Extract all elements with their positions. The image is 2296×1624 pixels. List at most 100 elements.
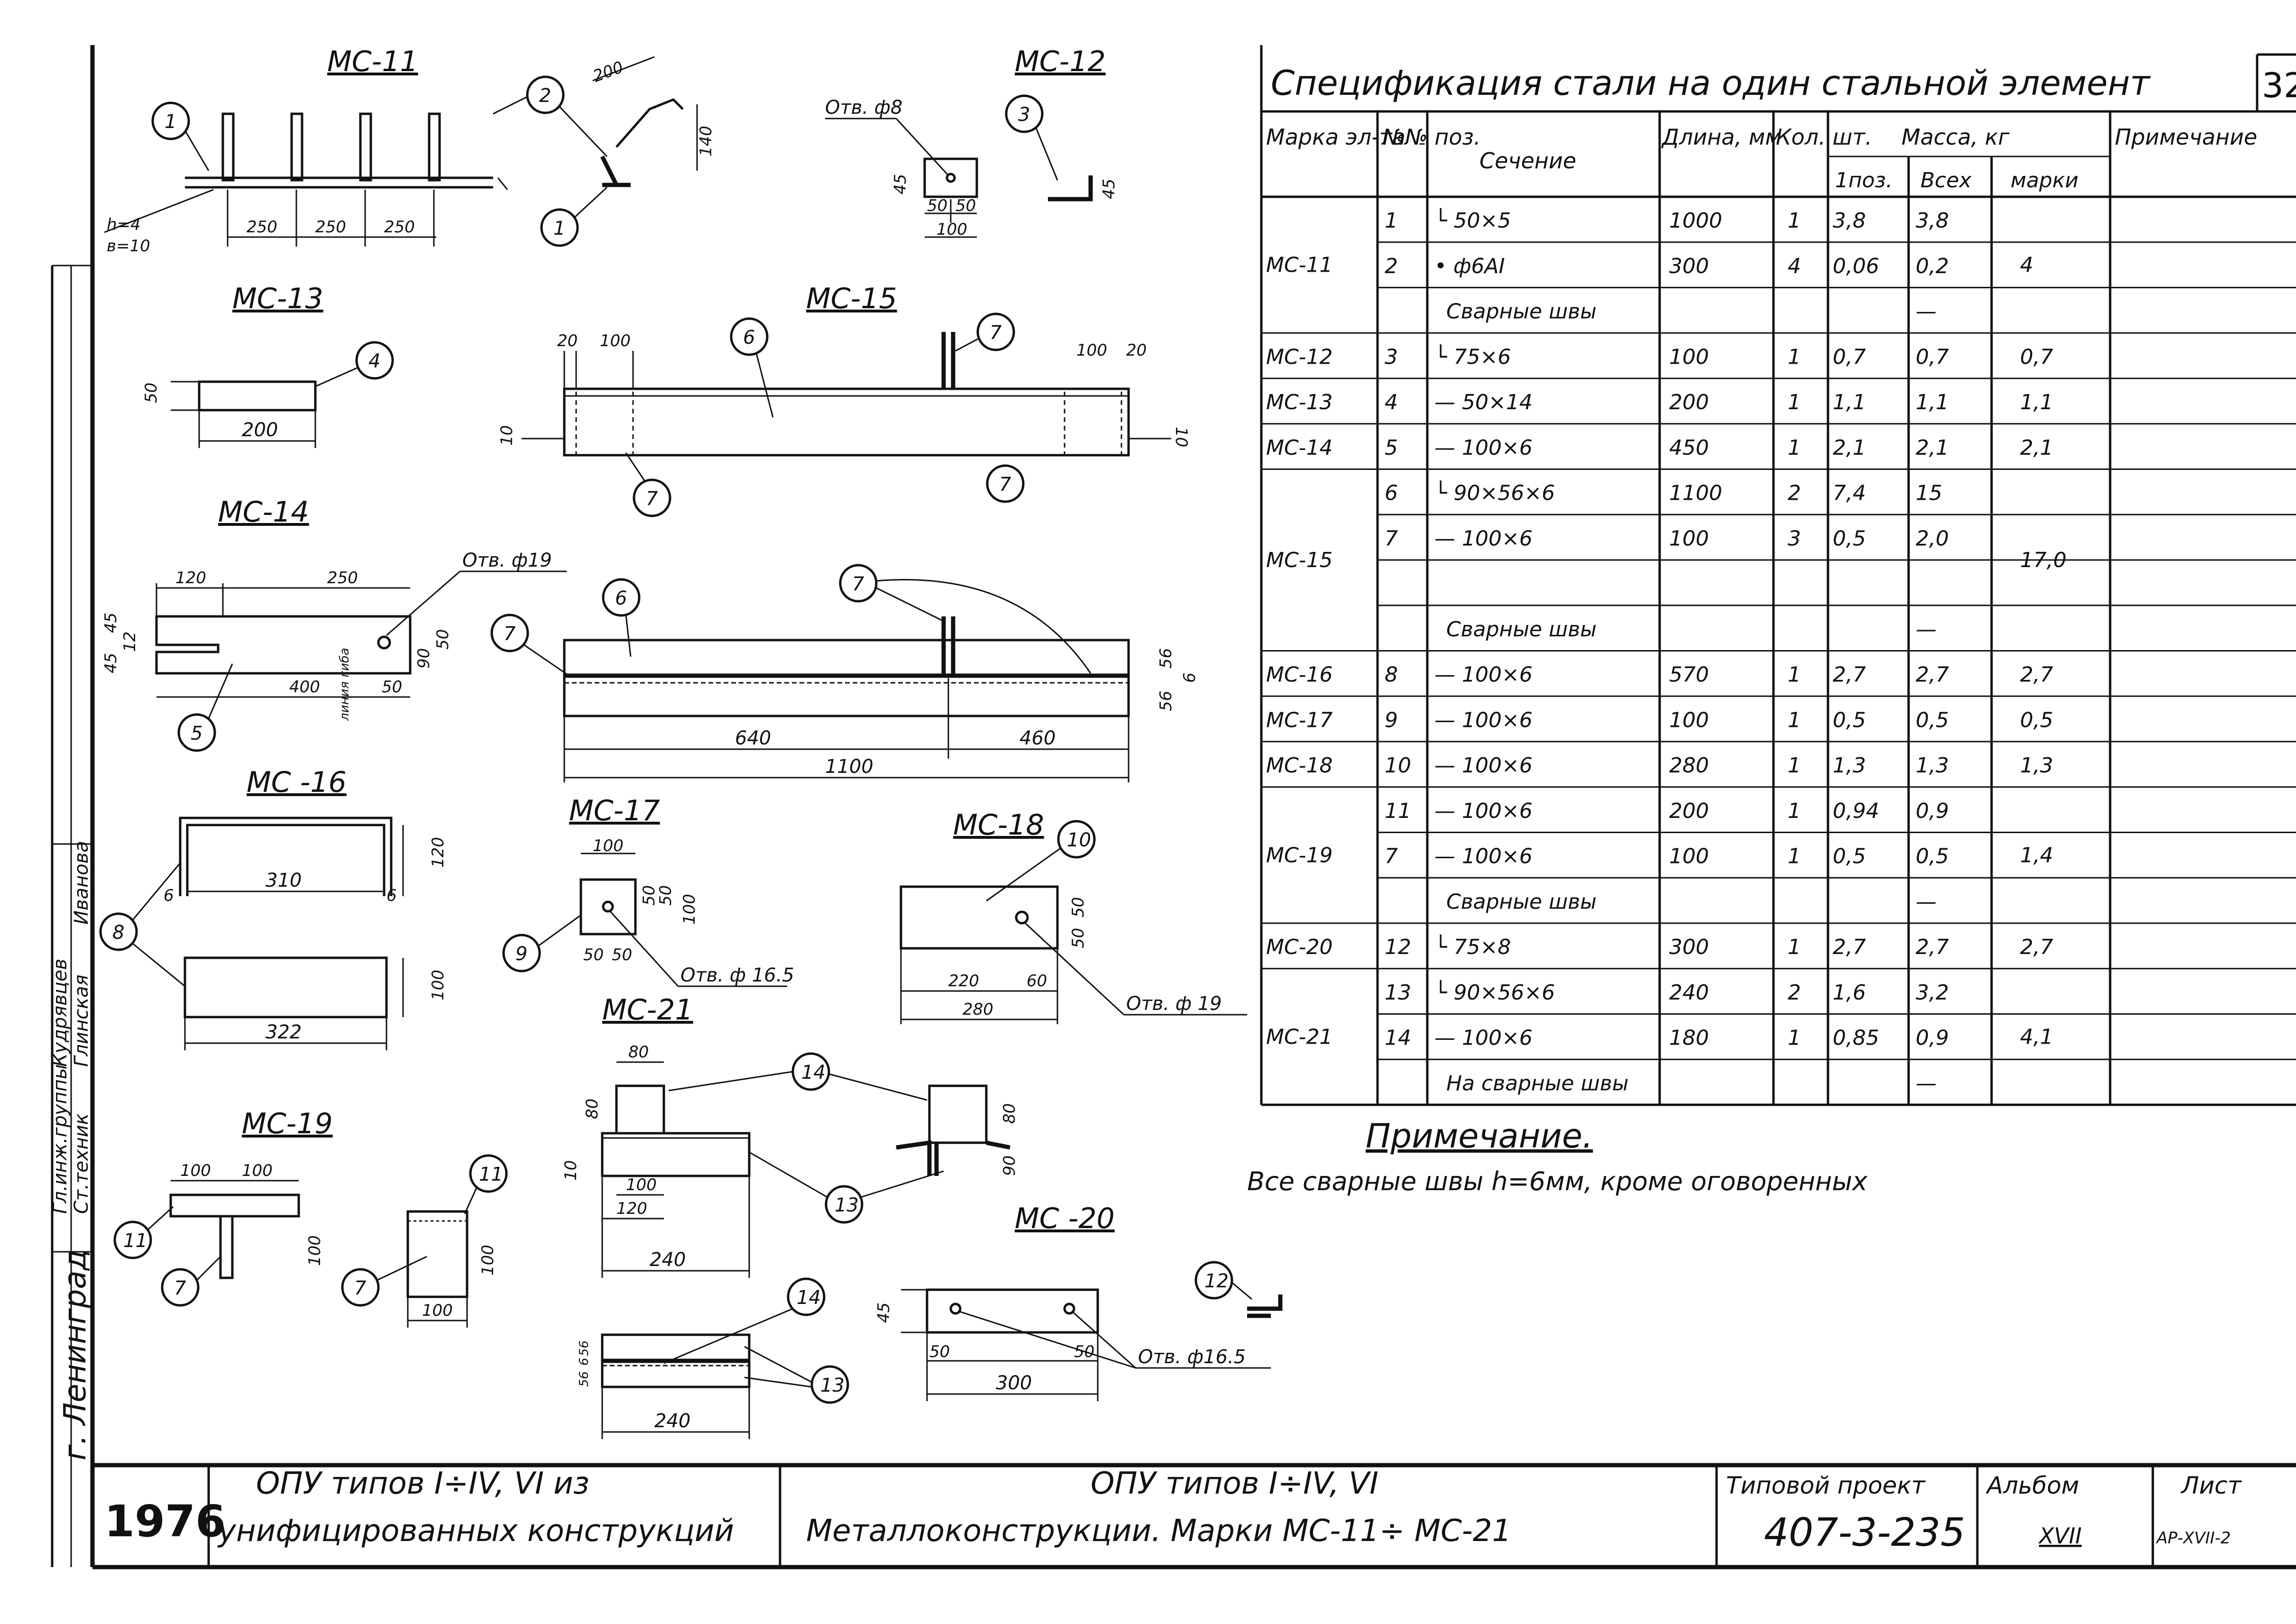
drawing-mc19: МС-19 100 100 100 11 7 100 100 11 7 [113,1107,508,1328]
spec-cell-section: — 50×14 [1434,390,1533,414]
mc21-dim-100: 100 [626,1175,657,1194]
album-label: Альбом [1985,1472,2079,1499]
spec-cell-pos: 14 [1385,1026,1411,1050]
mc16-dim-100: 100 [429,970,448,1000]
side-label-name1: Кудрявцев [49,959,71,1067]
spec-cell-section: Сварные швы [1446,617,1597,642]
mc11-note-h: h=4 [107,215,141,234]
mc16-dim-120: 120 [429,837,448,868]
mc21-callout-13b: 13 [820,1375,845,1396]
mc21-callout-14a: 14 [801,1062,826,1083]
spec-cell-m1: 0,06 [1833,254,1879,278]
spec-cell-mark: МС-21 [1266,1025,1333,1049]
drawing-mc18: МС-18 50 50 220 60 280 Отв. ф 19 10 [900,808,1247,1024]
spec-cell-m1: 1,3 [1833,753,1866,778]
spec-cell-length: 450 [1669,436,1709,460]
spec-cell-m1: 3,8 [1833,209,1866,233]
mc21-dim-80b: 80 [583,1099,602,1119]
mc20-dim-300: 300 [996,1372,1032,1394]
note-text: Все сварные швы h=6мм, кроме оговоренных [1247,1166,1868,1196]
mc15-callout-7a: 7 [990,322,1002,344]
spec-cell-mall: 2,0 [1916,526,1949,551]
mc14-dim-120: 120 [175,569,206,587]
mc16-title: МС -16 [247,766,347,799]
spec-cell-mark: МС-16 [1266,663,1333,687]
spec-cell-mark: МС-18 [1266,753,1333,778]
spec-cell-mmark: 1,3 [2020,753,2053,778]
mc11-callout-2: 2 [539,85,551,107]
mc17-dim-100h: 100 [593,836,624,855]
sheet-frame: Гл.инж.группы Ст.техник Кудрявцев Глинск… [49,45,2296,1569]
spec-cell-mall: — [1916,1071,1937,1095]
mc17-dim-100v: 100 [680,894,699,925]
mc19-callout-7b: 7 [354,1277,367,1299]
mc12-callout-3: 3 [1018,104,1030,126]
spec-cell-length: 200 [1669,799,1709,823]
mc19-dim-100c: 100 [305,1235,324,1266]
spec-cell-pos: 2 [1385,254,1398,278]
spec-cell-mall: — [1916,890,1937,914]
mc15-dim-10b: 10 [1172,427,1191,447]
spec-header-qty: Кол. шт. [1776,124,1872,150]
spec-cell-length: 100 [1669,345,1709,369]
drawing-mc14: МС-14 Отв. ф19 120 250 45 12 45 400 50 9… [101,495,567,752]
mc16-callout-8: 8 [112,922,124,944]
mc14-callout-5: 5 [191,723,202,744]
mc15-callout-7d: 7 [504,623,516,645]
drawing-mc12: МС-12 Отв. ф8 50 50 100 45 3 45 [825,45,1119,239]
mc15-callout-7c: 7 [999,474,1011,495]
spec-cell-section: — 100×6 [1434,799,1533,823]
spec-cell-pos: 5 [1385,436,1398,460]
mc14-dim-45a: 45 [101,613,120,633]
mc12-dim-45b: 45 [1100,179,1119,199]
mc11-dim-250a: 250 [247,218,277,237]
spec-cell-mall: 0,9 [1916,799,1949,823]
spec-cell-qty: 1 [1788,209,1801,233]
spec-cell-mall: 3,8 [1916,209,1949,233]
mc13-dim-50: 50 [142,383,161,403]
spec-cell-mark: МС-11 [1266,253,1333,277]
sheet-value: АР-XVII-2 [2156,1529,2231,1548]
spec-cell-section: └ 75×6 [1434,344,1511,369]
mc21-dim-6: 6 [577,1358,591,1366]
mc11-callout-1: 1 [165,111,176,133]
spec-cell-mark: МС-12 [1266,345,1333,369]
spec-cell-section: └ 75×8 [1434,934,1511,959]
mc16-dim-6b: 6 [386,886,397,905]
spec-cell-length: 100 [1669,708,1709,732]
spec-cell-m1: 2,7 [1833,935,1866,959]
mc13-dim-200: 200 [242,419,278,441]
spec-cell-mall: — [1916,300,1937,324]
spec-cell-mmark: 0,5 [2020,708,2053,732]
mc15-dim-56a: 56 [1157,648,1176,669]
center-title-line2: Металлоконструкции. Марки МС-11÷ МС-21 [806,1514,1511,1549]
spec-cell-m1: 0,85 [1833,1026,1879,1050]
mc15-dim-10a: 10 [497,425,516,446]
spec-header-mass-one: 1поз. [1835,168,1892,193]
spec-header-length: Длина, мм [1661,124,1782,150]
mc12-title: МС-12 [1015,45,1106,78]
mc15-dim-1100: 1100 [825,756,873,778]
spec-cell-qty: 1 [1788,844,1801,869]
spec-cell-qty: 1 [1788,390,1801,414]
spec-cell-qty: 3 [1788,526,1801,551]
spec-cell-section: └ 90×56×6 [1434,480,1555,505]
spec-cell-qty: 4 [1788,254,1801,278]
mc14-hole: Отв. ф19 [462,550,552,571]
spec-cell-mmark: 1,4 [2020,843,2053,867]
spec-cell-length: 240 [1669,981,1709,1005]
mc20-dim-50a: 50 [929,1342,950,1361]
mc18-hole: Отв. ф 19 [1126,993,1222,1015]
spec-cell-qty: 1 [1788,799,1801,823]
spec-cell-length: 180 [1669,1026,1709,1050]
mc15-dim-20b: 20 [1126,341,1147,360]
mc21-title: МС-21 [602,993,693,1027]
spec-corner-number: 32 [2262,65,2296,105]
spec-cell-m1: 1,1 [1833,390,1866,414]
spec-cell-pos: 6 [1385,481,1398,505]
spec-cell-qty: 1 [1788,1026,1801,1050]
mc15-dim-100a: 100 [600,331,631,350]
spec-cell-mall: 0,5 [1916,708,1949,732]
spec-cell-pos: 7 [1385,526,1398,551]
spec-cell-section: Сварные швы [1446,300,1597,324]
